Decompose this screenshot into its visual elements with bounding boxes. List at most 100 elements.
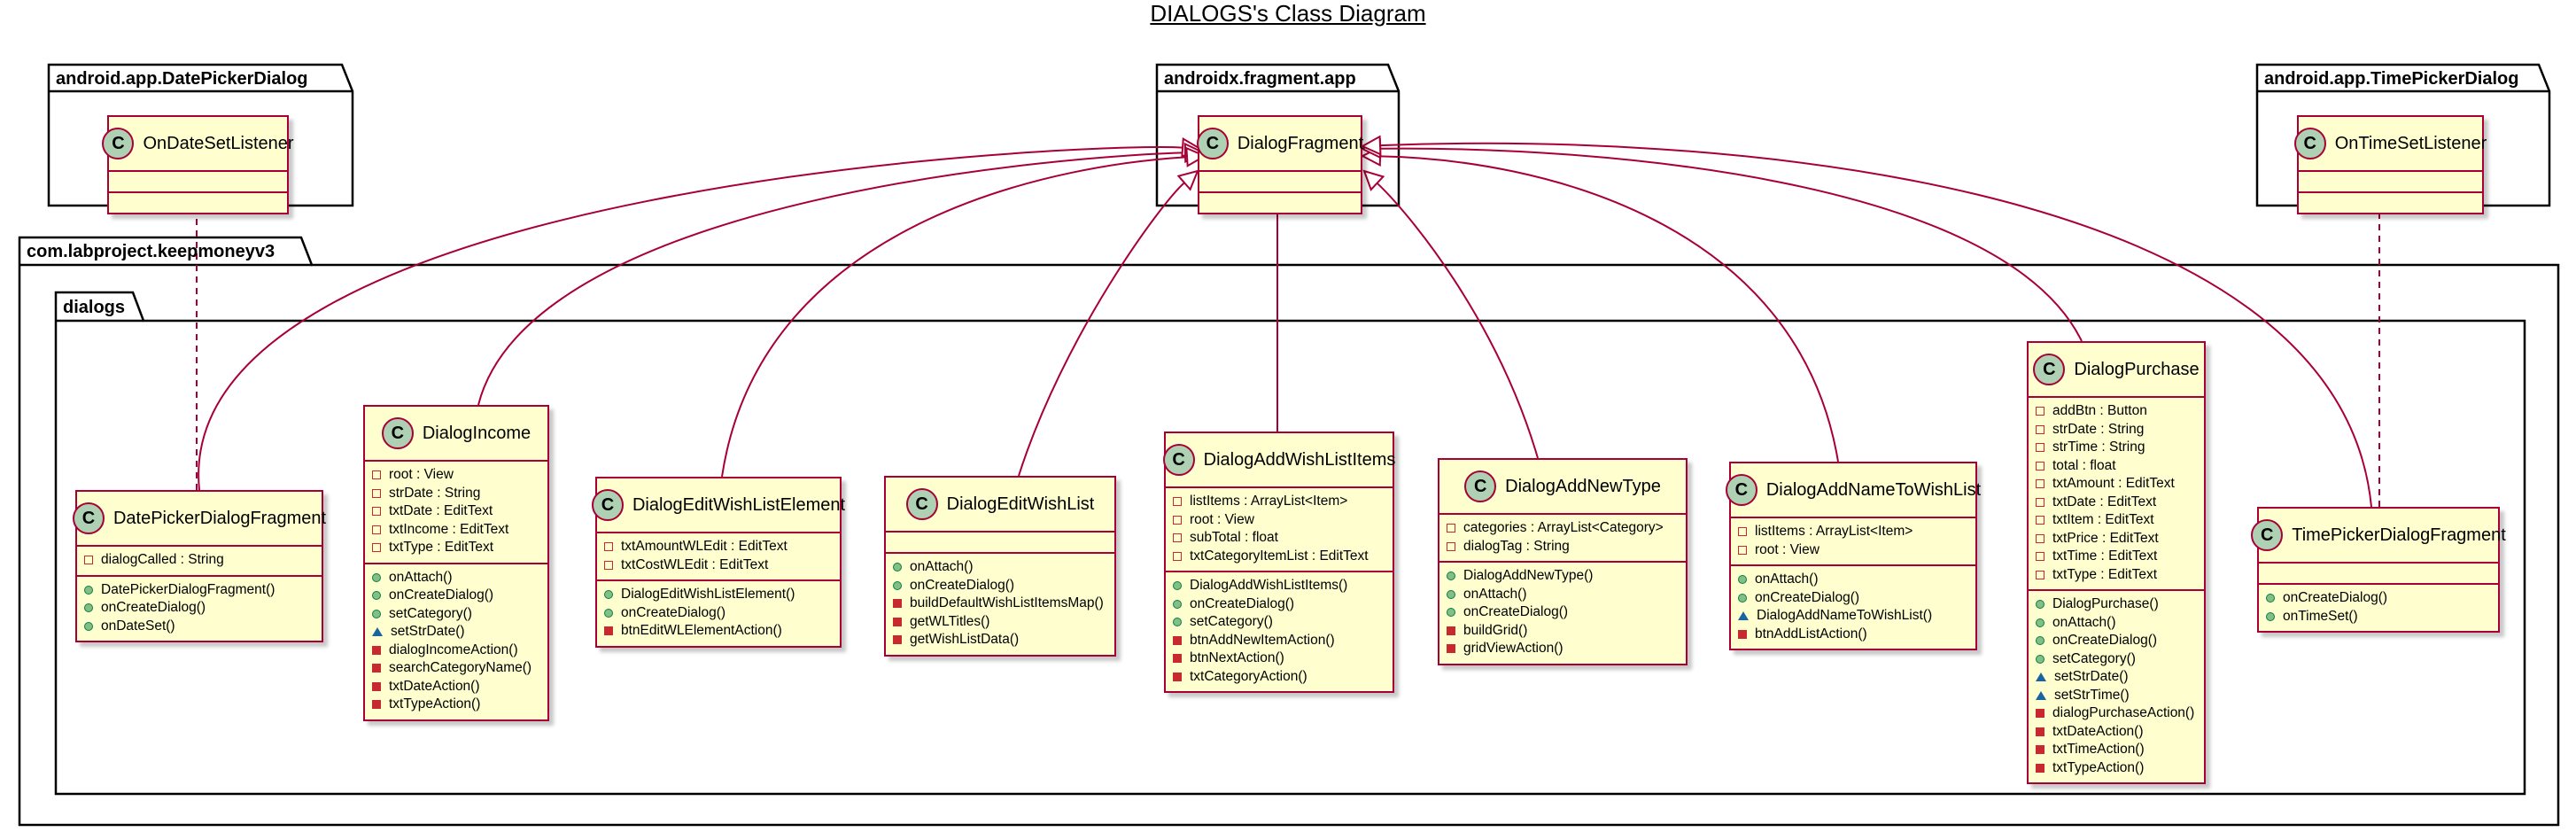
method-row: setCategory() bbox=[372, 605, 540, 624]
class-stereotype-icon: C bbox=[102, 128, 135, 159]
method-text: gridViewAction() bbox=[1463, 641, 1563, 656]
method-row: dialogPurchaseAction() bbox=[2036, 704, 2197, 723]
public-visibility-icon bbox=[604, 608, 613, 618]
field-row: addBtn : Button bbox=[2036, 402, 2197, 421]
method-text: txtDateAction() bbox=[2052, 723, 2144, 739]
private-visibility-icon bbox=[2036, 443, 2045, 453]
public-visibility-icon bbox=[2036, 600, 2045, 610]
method-row: buildDefaultWishListItemsMap() bbox=[893, 595, 1107, 613]
private-visibility-icon bbox=[893, 617, 902, 626]
method-row: setCategory() bbox=[2036, 650, 2197, 669]
method-text: onCreateDialog() bbox=[1463, 604, 1569, 619]
private-visibility-icon bbox=[604, 560, 613, 570]
private-visibility-icon bbox=[2036, 461, 2045, 470]
method-row: onAttach() bbox=[893, 558, 1107, 577]
class-methods bbox=[109, 191, 287, 213]
private-visibility-icon bbox=[84, 556, 93, 565]
method-text: onAttach() bbox=[910, 559, 974, 574]
class-stereotype-icon: C bbox=[1196, 128, 1229, 159]
package-timepicker-label: android.app.TimePickerDialog bbox=[2264, 69, 2519, 89]
method-text: onAttach() bbox=[389, 569, 453, 585]
method-text: onCreateDialog() bbox=[910, 577, 1015, 593]
method-row: btnAddListAction() bbox=[1738, 626, 1968, 644]
private-visibility-icon bbox=[1173, 551, 1182, 561]
method-row: onTimeSet() bbox=[2266, 608, 2491, 626]
public-visibility-icon bbox=[893, 580, 902, 590]
field-text: txtCategoryItemList : EditText bbox=[1190, 548, 1369, 564]
field-text: dialogTag : String bbox=[1463, 538, 1570, 554]
inheritance-edge bbox=[1018, 182, 1185, 477]
private-visibility-icon bbox=[893, 599, 902, 609]
class-name: DialogIncome bbox=[422, 423, 531, 443]
method-row: txtTimeAction() bbox=[2036, 741, 2197, 759]
method-text: DialogPurchase() bbox=[2052, 596, 2159, 611]
class-name: DialogAddNameToWishList bbox=[1765, 479, 1982, 500]
public-visibility-icon bbox=[372, 572, 381, 582]
field-text: txtType : EditText bbox=[2052, 566, 2158, 582]
method-text: DatePickerDialogFragment() bbox=[101, 581, 275, 597]
public-visibility-icon bbox=[2266, 611, 2275, 621]
private-visibility-icon bbox=[2036, 407, 2045, 416]
private-visibility-icon bbox=[2036, 745, 2045, 755]
class-methods: onAttach()onCreateDialog()DialogAddNameT… bbox=[1731, 564, 1975, 649]
method-text: buildDefaultWishListItemsMap() bbox=[910, 595, 1104, 610]
private-visibility-icon bbox=[1173, 672, 1182, 681]
inheritance-edge bbox=[1379, 142, 2372, 508]
class-header: C TimePickerDialogFragment bbox=[2251, 509, 2506, 564]
class-name: DialogEditWishListElement bbox=[632, 494, 846, 515]
field-text: subTotal : float bbox=[1190, 530, 1278, 545]
private-visibility-icon bbox=[1173, 497, 1182, 507]
class-stereotype-icon: C bbox=[2251, 519, 2284, 551]
method-row: setStrTime() bbox=[2036, 687, 2197, 705]
field-row: txtCostWLEdit : EditText bbox=[604, 556, 833, 575]
public-visibility-icon bbox=[2036, 618, 2045, 627]
method-row: txtDateAction() bbox=[372, 678, 540, 696]
class-name: DialogPurchase bbox=[2074, 359, 2200, 379]
method-row: DatePickerDialogFragment() bbox=[84, 581, 314, 600]
private-visibility-icon bbox=[1447, 541, 1455, 551]
class-fields bbox=[109, 172, 287, 191]
method-row: setStrDate() bbox=[2036, 668, 2197, 687]
field-text: root : View bbox=[1190, 511, 1254, 527]
field-row: total : float bbox=[2036, 457, 2197, 476]
class-name: OnTimeSetListener bbox=[2334, 133, 2487, 153]
class-methods: DialogPurchase()onAttach()onCreateDialog… bbox=[2029, 589, 2204, 782]
method-text: onCreateDialog() bbox=[1755, 589, 1860, 605]
class-stereotype-icon: C bbox=[2293, 128, 2326, 159]
class-header: C OnTimeSetListener bbox=[2293, 117, 2487, 172]
method-row: onCreateDialog() bbox=[1447, 603, 1679, 622]
package-datepicker-label: android.app.DatePickerDialog bbox=[56, 69, 308, 89]
class-name: DialogAddNewType bbox=[1505, 476, 1661, 496]
private-visibility-icon bbox=[604, 626, 613, 636]
method-text: txtCategoryAction() bbox=[1190, 668, 1307, 684]
method-row: onCreateDialog() bbox=[893, 577, 1107, 595]
method-row: searchCategoryName() bbox=[372, 659, 540, 678]
class-methods: DatePickerDialogFragment() onCreateDialog… bbox=[77, 574, 322, 641]
class-name: DatePickerDialogFragment bbox=[113, 508, 327, 528]
class-name: TimePickerDialogFragment bbox=[2292, 525, 2506, 545]
public-visibility-icon bbox=[1738, 593, 1747, 603]
method-text: DialogEditWishListElement() bbox=[621, 587, 795, 602]
method-text: onCreateDialog() bbox=[101, 600, 206, 615]
class-methods bbox=[1199, 191, 1361, 213]
field-row: txtPrice : EditText bbox=[2036, 530, 2197, 548]
class-fields: dialogCalled : String bbox=[77, 547, 322, 575]
method-row: DialogAddWishListItems() bbox=[1173, 577, 1385, 595]
class-methods: DialogAddNewType()onAttach()onCreateDial… bbox=[1439, 561, 1686, 664]
private-visibility-icon bbox=[1738, 545, 1747, 555]
field-row: categories : ArrayList<Category> bbox=[1447, 519, 1679, 538]
inheritance-edge bbox=[1379, 155, 1839, 463]
method-row: onDateSet() bbox=[84, 618, 314, 636]
method-text: setCategory() bbox=[2052, 650, 2136, 666]
method-text: onTimeSet() bbox=[2283, 608, 2358, 624]
method-row: onAttach() bbox=[372, 569, 540, 587]
field-text: txtCostWLEdit : EditText bbox=[621, 556, 769, 572]
method-text: txtTypeAction() bbox=[2052, 759, 2145, 775]
